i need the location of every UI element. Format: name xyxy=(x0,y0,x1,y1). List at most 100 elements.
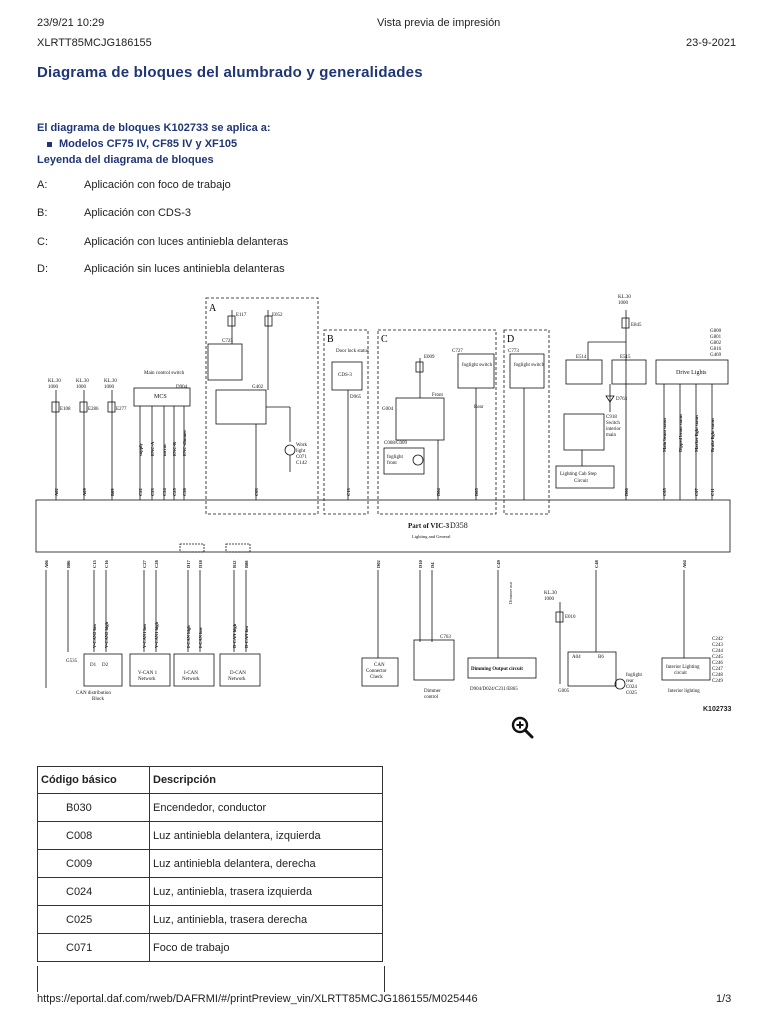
interior-lighting-label: Interior Lighting xyxy=(666,665,700,670)
pin-label: C03 xyxy=(254,488,259,496)
vic3-sublabel: Lighting and General xyxy=(412,534,451,539)
print-date: 23-9-2021 xyxy=(686,37,737,49)
fuse-label: E277 xyxy=(116,407,127,412)
fuse-label: E009 xyxy=(424,355,435,360)
fuse-label: E108 xyxy=(60,407,71,412)
table-header-description: Descripción xyxy=(149,766,383,794)
pin-label: C48 xyxy=(594,560,599,568)
pin-label: D06 xyxy=(624,488,629,496)
pin-label: C13 xyxy=(346,488,351,496)
dimming-output-label: Dimming Output circuit xyxy=(471,667,523,672)
mcs-signal-label: ENC-B xyxy=(172,442,177,456)
dimming-output-box xyxy=(467,657,537,679)
switch-label: interior xyxy=(606,427,621,432)
bus-line-label: V-CAN1 high xyxy=(154,621,159,648)
interior-lighting-label: circuit xyxy=(674,671,687,676)
legend-text: Aplicación con foco de trabajo xyxy=(84,179,231,191)
foglight-rear-label: foglight xyxy=(626,673,642,678)
zoom-in-icon[interactable] xyxy=(510,715,534,739)
table-row: C009 Luz antiniebla delantera, derecha xyxy=(37,849,383,878)
ground-code: G004 xyxy=(382,407,394,412)
pin-label: A06 xyxy=(44,560,49,568)
legend-text: Aplicación con luces antiniebla delanter… xyxy=(84,236,289,248)
table-row: C024 Luz, antiniebla, trasera izquierda xyxy=(37,877,383,906)
dimmer-out-label: Dimmer out xyxy=(508,581,513,604)
pin-label: D18 xyxy=(198,560,203,568)
zone-c-label: C xyxy=(381,334,388,345)
dcan-label: Network xyxy=(228,677,246,682)
rear-label: Rear xyxy=(474,405,484,410)
can-check-label: Check xyxy=(370,675,383,680)
ground-code: G402 xyxy=(252,385,264,390)
vcan1-network-box xyxy=(129,653,171,687)
fuse-label: E052 xyxy=(272,313,283,318)
table-cell-description: Luz antiniebla delantera, izquierda xyxy=(149,821,383,850)
pin-label: C07 xyxy=(694,488,699,496)
table-row: C025 Luz, antiniebla, trasera derecha xyxy=(37,905,383,934)
pin-label: C28 xyxy=(154,560,159,568)
legend-key: D: xyxy=(37,263,48,275)
status-label: Main beam status xyxy=(662,418,667,452)
legend-text: Aplicación sin luces antiniebla delanter… xyxy=(84,263,285,275)
ican-label: I-CAN xyxy=(184,671,198,676)
work-light-code: C142 xyxy=(296,461,307,466)
kl30-value: 1000 xyxy=(618,301,629,306)
dcan-network-box xyxy=(219,653,261,687)
table-cell-code: C025 xyxy=(37,905,150,934)
bus-line-label: I-CAN low xyxy=(198,626,203,648)
zone-d-box xyxy=(503,329,550,515)
switch-label: main xyxy=(606,433,616,438)
page-title: Diagrama de bloques del alumbrado y gene… xyxy=(37,64,423,81)
pin-label: D05 xyxy=(474,488,479,496)
models-list-item: Modelos CF75 IV, CF85 IV y XF105 xyxy=(47,138,237,150)
kl30-label: KL.30 xyxy=(76,379,89,384)
connector-code: C244 xyxy=(712,649,723,654)
status-label: Marker light status xyxy=(694,415,699,452)
kl30-label: KL.30 xyxy=(104,379,117,384)
foglight-front-label: foglight xyxy=(387,455,403,460)
table-cell-code: C009 xyxy=(37,849,150,878)
fuse-label: E286 xyxy=(88,407,99,412)
can-check-label: Connector xyxy=(366,669,387,674)
can-check-label: CAN xyxy=(374,663,385,668)
pin-label: D4 xyxy=(430,562,435,568)
foglight-front-label: front xyxy=(387,461,397,466)
page-number: 1/3 xyxy=(716,993,732,1005)
pin-label: C11 xyxy=(710,488,715,496)
can-pin-label: D2 xyxy=(102,663,109,668)
mcs-signal-label: ENC-A xyxy=(150,441,155,456)
cab-step-label: Lighting Cab Step xyxy=(560,472,597,477)
footer-url: https://eportal.daf.com/rweb/DAFRMI/#/pr… xyxy=(37,993,478,1005)
table-row: C008 Luz antiniebla delantera, izquierda xyxy=(37,821,383,850)
print-datetime: 23/9/21 10:29 xyxy=(37,17,105,29)
pin-label: B08 xyxy=(244,560,249,568)
fuse-label: E010 xyxy=(565,615,576,620)
bus-line-label: D-CAN low xyxy=(244,625,249,648)
legend-heading: Leyenda del diagrama de bloques xyxy=(37,154,214,166)
fuse-label: E514 xyxy=(576,355,587,360)
zone-d-label: D xyxy=(507,334,514,345)
legend-key: A: xyxy=(37,179,48,191)
table-row: C071 Foco de trabajo xyxy=(37,933,383,962)
interior-lighting-box xyxy=(661,657,711,681)
can-distribution-label: CAN distribution xyxy=(76,691,111,696)
pin-label: C24 xyxy=(162,488,167,496)
can-check-box xyxy=(361,657,399,687)
relay-code: C725 xyxy=(222,339,233,344)
legend-key: B: xyxy=(37,207,48,219)
kl30-label: KL.30 xyxy=(544,591,557,596)
relay-pin-label: A04 xyxy=(572,655,581,660)
pin-label: B09 xyxy=(110,488,115,496)
pin-label: B06 xyxy=(66,560,71,568)
status-label: Dipped beam status xyxy=(678,414,683,452)
fuse-label: E117 xyxy=(236,313,247,318)
switch-label: Switch xyxy=(606,421,620,426)
drive-lights-label: Drive Lights xyxy=(676,370,707,376)
work-light-code: C071 xyxy=(296,455,307,460)
print-window-title: Vista previa de impresión xyxy=(377,17,501,29)
zone-a-box xyxy=(205,297,319,515)
ground-code: G800 xyxy=(710,329,722,334)
bus-line-label: D-CAN high xyxy=(232,623,237,648)
connector-code: C245 xyxy=(712,655,723,660)
ground-code: G469 xyxy=(710,353,722,358)
